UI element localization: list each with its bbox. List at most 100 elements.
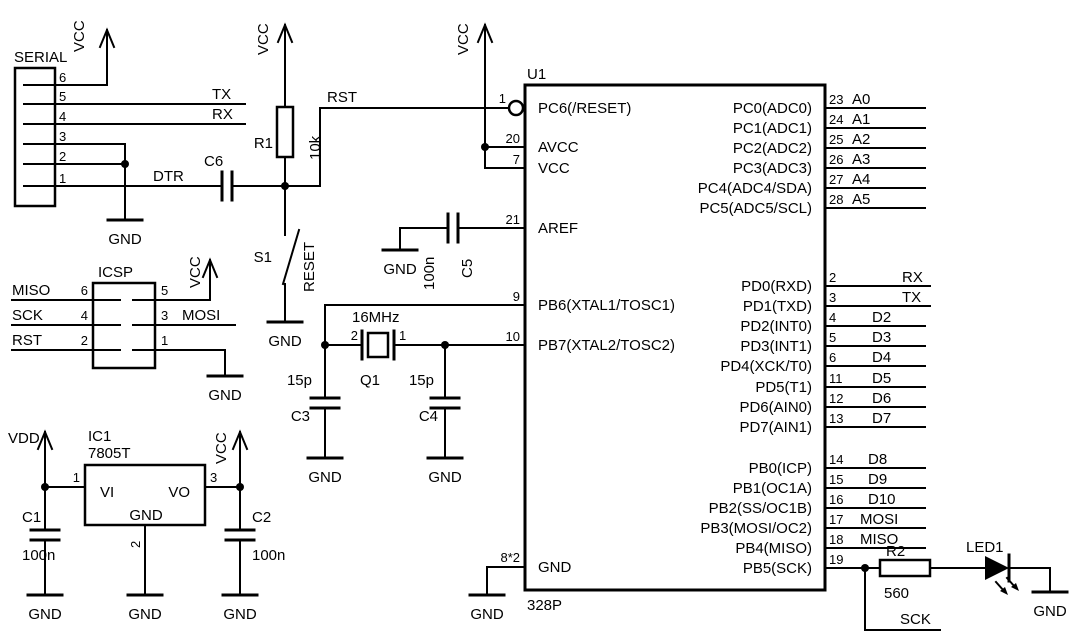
u1-pin-label: PB1(OC1A): [733, 480, 812, 497]
wire: [132, 259, 211, 301]
u1-ref: U1: [527, 66, 546, 83]
wire: [23, 29, 108, 86]
wire: [132, 349, 226, 377]
net-label: A0: [852, 91, 870, 108]
serial-pin-number: 3: [59, 129, 66, 144]
u1-pin-label: PD3(INT1): [740, 338, 812, 355]
u1-pin-label: PC0(ADC0): [733, 100, 812, 117]
resistor-r2-body: [878, 558, 932, 578]
r2-value: 560: [884, 585, 909, 602]
net-label: MOSI: [860, 511, 898, 528]
serial-pin-number: 4: [59, 109, 66, 124]
wire: [484, 146, 526, 169]
c6-ref: C6: [204, 153, 223, 170]
vcc-label: VCC: [255, 23, 272, 55]
serial-pin-number: 2: [59, 149, 66, 164]
u1-pin-number: 26: [829, 152, 843, 167]
net-label-rx: RX: [212, 106, 233, 123]
q1-ref: Q1: [360, 372, 380, 389]
c3-ref: C3: [291, 408, 310, 425]
gnd-label: GND: [208, 387, 242, 404]
u1-pin-label: PB3(MOSI/OC2): [700, 520, 812, 537]
u1-pin-label: PD4(XCK/T0): [720, 358, 812, 375]
u1-pin-label: PD7(AIN1): [739, 419, 812, 436]
wire: [399, 227, 449, 251]
u1-body: [523, 83, 827, 592]
ic1-pin-number: 1: [73, 470, 80, 485]
u1-pin-number: 16: [829, 492, 843, 507]
led-circuit: R2 560 LED1 GND SCK: [824, 539, 1069, 631]
net-label: A2: [852, 131, 870, 148]
gnd-label: GND: [1033, 603, 1067, 620]
junction-dot: [121, 160, 129, 168]
gnd-label: GND: [108, 231, 142, 248]
icsp-pin-number: 3: [161, 308, 168, 323]
u1-pin-label: PD2(INT0): [740, 318, 812, 335]
regulator-circuit: IC1 7805T VI VO GND VDD 1 GND C1 100n 2 …: [8, 428, 285, 623]
led1-ref: LED1: [966, 539, 1004, 556]
icsp-title: ICSP: [98, 264, 133, 281]
crystal-circuit: 16MHz Q1 2 1 GND 15p C3 GND 15p C4: [287, 304, 526, 486]
junction-dot: [481, 143, 489, 151]
u1-pin-label: PB7(XTAL2/TOSC2): [538, 337, 675, 354]
vcc-arrowhead: [98, 27, 116, 49]
u1-pin-number: 12: [829, 391, 843, 406]
junction-dot: [41, 483, 49, 491]
u1-pin-label: PB0(ICP): [749, 460, 812, 477]
u1-pin-number: 2: [829, 270, 836, 285]
ic1-vi-label: VI: [100, 484, 114, 501]
u1-pin-label: PB6(XTAL1/TOSC1): [538, 297, 675, 314]
wire: [484, 24, 526, 148]
serial-connector: SERIAL VCC 6 5 4 3 2 1 TX RX DTR GND: [13, 20, 246, 248]
serial-pin-number: 5: [59, 89, 66, 104]
icsp-pin-number: 1: [161, 333, 168, 348]
ic1-pin-number: 2: [128, 541, 143, 548]
s1-ref: S1: [254, 249, 272, 266]
net-label-tx: TX: [212, 86, 231, 103]
wire: [324, 304, 526, 399]
u1-pin-number: 8*2: [500, 550, 520, 565]
u1-pin-label: PB5(SCK): [743, 560, 812, 577]
c2-ref: C2: [252, 509, 271, 526]
icsp-connector: ICSP MISO SCK RST 6 4 2 5 3 1 VCC MOSI G…: [11, 256, 244, 404]
u1-pin-label: PC5(ADC5/SCL): [699, 200, 812, 217]
c1-value: 100n: [22, 547, 55, 564]
serial-title: SERIAL: [14, 49, 67, 66]
crystal-q1-body: [366, 331, 390, 359]
gnd-label: GND: [268, 333, 302, 350]
q1-pin-number: 1: [399, 328, 406, 343]
net-label: D6: [872, 390, 891, 407]
u1-pin-label: PC3(ADC3): [733, 160, 812, 177]
gnd-label: GND: [28, 606, 62, 623]
net-label: D10: [868, 491, 896, 508]
u1-pin-label: PC1(ADC1): [733, 120, 812, 137]
u1-pin-number: 25: [829, 132, 843, 147]
u1-pin-number: 10: [506, 329, 520, 344]
u1-pin-number: 19: [829, 552, 843, 567]
ic1-part: 7805T: [88, 445, 131, 462]
reset-circuit: C6 VCC R1 10k RST S1 RESET GND: [204, 22, 510, 350]
net-label-rst: RST: [327, 89, 357, 106]
net-label-sck: SCK: [900, 611, 931, 628]
net-label: D5: [872, 370, 891, 387]
net-label: D7: [872, 410, 891, 427]
u1-pin-number: 24: [829, 112, 843, 127]
u1-pin-label: AREF: [538, 220, 578, 237]
switch-lever: [281, 228, 301, 286]
net-label: D2: [872, 309, 891, 326]
u1-pin-number: 4: [829, 310, 836, 325]
gnd-label: GND: [308, 469, 342, 486]
u1-pin-label: PB4(MISO): [735, 540, 812, 557]
avcc-power: VCC: [455, 22, 526, 169]
u1-pin-number: 28: [829, 192, 843, 207]
gnd-label: GND: [128, 606, 162, 623]
u1-pin-label: PD0(RXD): [741, 278, 812, 295]
u1-pin-number: 20: [506, 131, 520, 146]
net-label: A5: [852, 191, 870, 208]
u1-part: 328P: [527, 597, 562, 614]
u1-pin-label: PD6(AIN0): [739, 399, 812, 416]
net-label-miso: MISO: [12, 282, 50, 299]
u1-pin-label: PD5(T1): [755, 379, 812, 396]
net-label: D8: [868, 451, 887, 468]
